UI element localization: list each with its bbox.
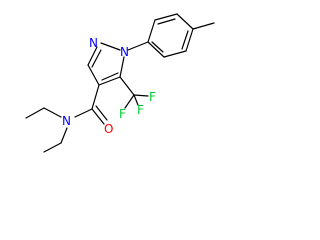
bond-n-ethyl1-b [25, 107, 45, 119]
atom-o: O [104, 122, 113, 136]
bond-c4-c5 [98, 76, 121, 86]
molecule-diagram: N N N O F F F [25, 13, 215, 153]
bond-n1-c3 [87, 46, 98, 66]
bond-cf3-f-top [133, 94, 139, 106]
bond-aryl-6 [147, 41, 165, 58]
bond-n-ethyl2-a [60, 127, 68, 144]
bond-n-ethyl2-b [43, 142, 62, 153]
bond-n-ethyl1-a [43, 107, 62, 118]
bond-carbonyl-n [74, 108, 93, 118]
bond-c3-c4 [87, 64, 100, 86]
bond-c5-n2 [119, 56, 125, 78]
atom-labels: N N N O F F F [62, 36, 156, 136]
bond-aryl-5 [163, 50, 187, 58]
bond-aryl-2 [154, 13, 178, 21]
bond-n1-c3-double [91, 49, 102, 68]
bond-aryl-3 [176, 13, 194, 30]
molecule-structure: N N N O F F F [25, 13, 215, 153]
bond-n2-aryl [127, 41, 149, 51]
bonds [25, 13, 215, 153]
bond-aryl-2-double [157, 18, 176, 25]
bond-aryl-1 [147, 19, 156, 43]
bond-c5-cf3 [119, 76, 135, 96]
atom-n2: N [120, 45, 129, 59]
bond-methyl [192, 22, 215, 30]
bond-aryl-4 [185, 28, 194, 52]
atom-f-top: F [137, 103, 144, 117]
bond-aryl-4-double [181, 30, 189, 50]
atom-f-right: F [149, 90, 156, 104]
bond-cf3-f-bottom [124, 94, 135, 109]
bond-carbonyl-o [91, 108, 105, 125]
bond-c4-carbonyl [91, 84, 100, 110]
bond-n1-n2 [100, 42, 121, 51]
bond-aryl-6-double [151, 41, 164, 53]
atom-f-bottom: F [119, 107, 126, 121]
bond-carbonyl-o-double [95, 105, 108, 121]
bond-c4-c5-double [101, 72, 119, 81]
bond-cf3-f-right [133, 94, 149, 97]
atom-n1: N [89, 36, 98, 50]
atom-amide-n: N [62, 114, 71, 128]
